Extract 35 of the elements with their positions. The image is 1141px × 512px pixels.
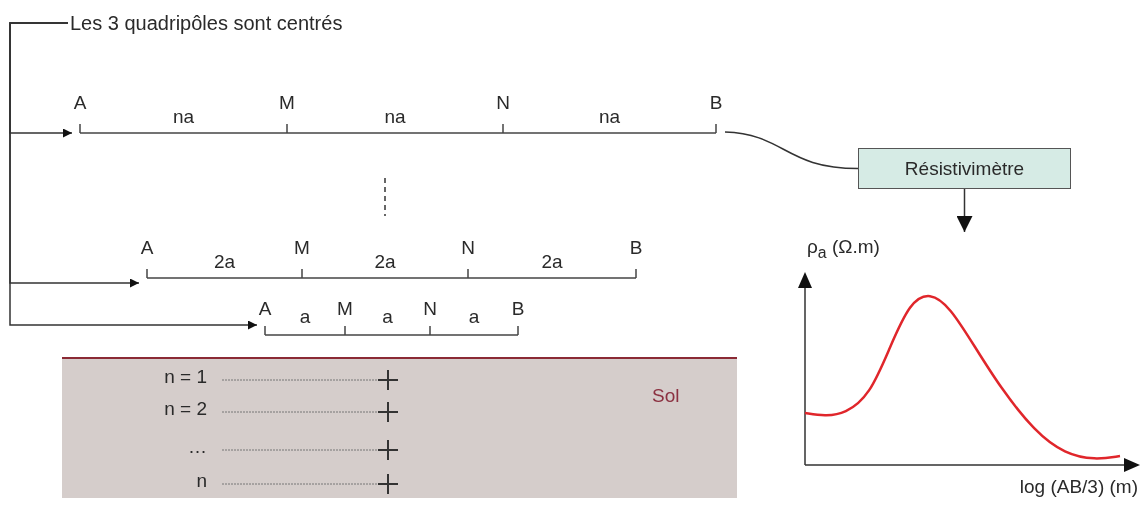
instrument-box	[858, 148, 1071, 189]
depth-label: n = 1	[164, 366, 207, 388]
electrode-label: M	[294, 237, 310, 259]
electrode-label: M	[279, 92, 295, 114]
electrode-label: B	[511, 298, 525, 320]
axis-label: log (AB/3) (m)	[1019, 476, 1138, 498]
depth-label: n	[196, 470, 207, 492]
cable	[724, 131, 859, 170]
arrow	[9, 22, 258, 330]
electrode-label: A	[73, 92, 87, 114]
spacing-label: a	[468, 306, 480, 328]
spacing-label: na	[384, 106, 406, 128]
note-text: Les 3 quadripôles sont centrés	[70, 12, 343, 34]
spacing-label: a	[382, 306, 393, 328]
spacing-label: a	[299, 306, 311, 328]
depth-label: n = 2	[164, 398, 207, 420]
soil-label: Sol	[652, 385, 680, 407]
spacing-label: 2a	[541, 251, 563, 273]
spacing-label: 2a	[374, 251, 396, 273]
spacing-label: na	[172, 106, 195, 128]
spacing-label: na	[598, 106, 621, 128]
electrode-label: A	[258, 298, 272, 320]
electrode-label: B	[709, 92, 723, 114]
instrument-label: Résistivimètre	[904, 157, 1025, 180]
spacing-label: 2a	[213, 251, 236, 273]
electrode-label: B	[629, 237, 643, 259]
electrode-label: N	[496, 92, 510, 114]
arrow	[956, 188, 973, 233]
electrode-label: N	[461, 237, 475, 259]
soil-band	[62, 357, 737, 498]
axis-label: ρ$_{a}$ (Ω.m)	[807, 236, 880, 263]
electrode-label: N	[423, 298, 437, 320]
electrode-label: M	[337, 298, 353, 320]
electrode-label: A	[140, 237, 154, 259]
depth-label: …	[188, 436, 207, 458]
